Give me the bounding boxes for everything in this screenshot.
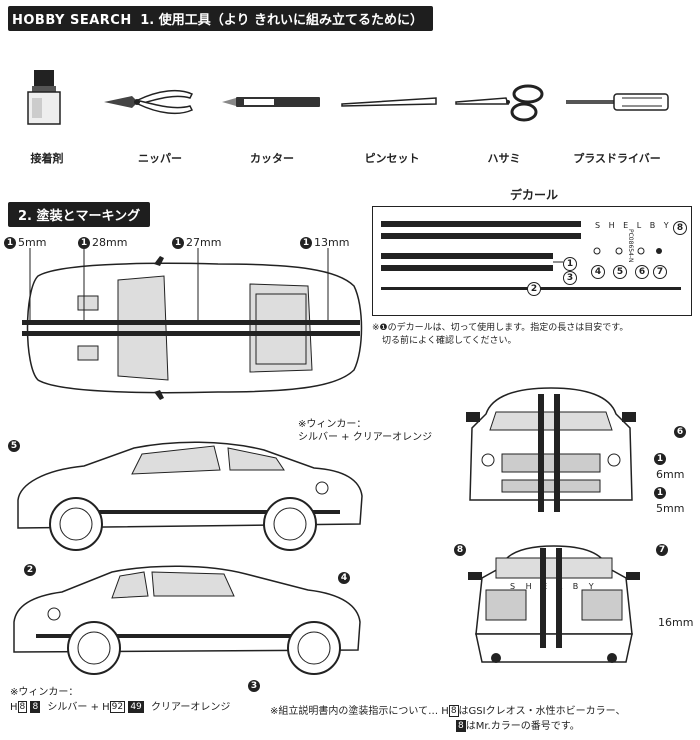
decal-logo-text: S H E L B Y [595,221,672,230]
front-label-6mm-text: 6mm [656,468,685,481]
winker-note-bottom-title: ※ウィンカー： [10,687,79,698]
footer-h-num: 8 [448,705,459,717]
front-label-6mm-number: 1 [654,453,666,465]
side1-label-2: 2 [24,564,36,576]
top-label-28mm-text: 28mm [92,236,128,249]
rear-label-7: 7 [656,544,668,556]
front-label-6: 6 [674,426,686,438]
top-label-5mm-text: 5mm [18,236,47,249]
front-label-5mm-text: 5mm [656,502,685,515]
winker-h2-code: H [102,702,110,713]
top-label-27mm-text: 27mm [186,236,222,249]
top-label-27mm-number: 1 [172,237,184,249]
top-label-5mm-number: 1 [4,237,16,249]
winker-note-top-line2: シルバー + クリアーオレンジ [298,432,433,443]
side1-label-5: 5 [8,440,20,452]
winker-h-code: H [10,702,18,713]
tool-label-glue: 接着剤 [30,152,64,165]
winker-clear-orange: クリアーオレンジ [150,702,231,713]
tool-label-screwdriver: プラスドライバー [573,152,661,165]
front-label-6mm: 1 [654,452,668,465]
footer-h-box: H [441,706,449,717]
front-label-5mm-number: 1 [654,487,666,499]
winker-silver: シルバー [47,702,88,713]
decal-sheet: PC08654-N S H E L B Y 8 1 3 2 4 5 6 7 [372,206,692,316]
decal-number-2: 2 [527,282,541,296]
side2-label-3: 3 [248,680,260,692]
decal-note-line2: 切る前によく確認してください。 [382,336,517,346]
winker-note-top-line1: ※ウィンカー： [298,419,367,430]
rear-label-16mm: 16mm [658,616,694,629]
glue-bottle-icon [27,70,61,125]
decal-number-6: 6 [635,265,649,279]
tool-label-tweezers: ピンセット [364,152,420,165]
car-side-view-lower [13,565,361,675]
top-label-28mm-number: 1 [78,237,90,249]
winker-note-top: ※ウィンカー： シルバー + クリアーオレンジ [298,418,432,444]
decal-number-7: 7 [653,265,667,279]
side2-label-4: 4 [338,572,350,584]
winker-h2-num: 92 [109,701,126,713]
car-top-view [22,248,363,400]
top-label-13mm-text: 13mm [314,236,350,249]
footer-line1-rest: はGSIクレオス・水性ホビーカラー、 [458,706,626,717]
tool-label-nipper: ニッパー [138,152,182,165]
car-side-view-upper [17,441,363,551]
scissors-icon [455,84,544,122]
footer-m-num: 8 [456,720,466,732]
cutter-knife-icon [222,97,320,107]
decal-number-3: 3 [563,271,577,285]
screwdriver-icon [566,93,669,111]
tool-label-scissors: ハサミ [487,152,521,165]
decal-note: ※❶のデカールは、切って使用します。指定の長さは目安です。 切る前によく確認して… [372,322,628,348]
car-rear-view [468,545,640,663]
svg-text:PC08654-N: PC08654-N [627,229,634,263]
section2-title: 2. 塗装とマーキング [18,209,141,224]
nipper-icon [104,89,194,115]
decal-note-line1: ※❶のデカールは、切って使用します。指定の長さは目安です。 [372,323,629,333]
decal-number-8: 8 [673,221,687,235]
tweezers-icon [341,97,437,107]
winker-plus: + [90,702,99,713]
car-front-view [466,387,636,512]
tool-label-cutter: カッター [250,152,294,165]
decal-number-5: 5 [613,265,627,279]
footer-line2-rest: はMr.カラーの番号です。 [465,721,580,732]
section1-title: 1. 使用工具（より きれいに組み立てるために） [140,13,424,28]
rear-logo-text: S H E L B Y [510,582,598,591]
watermark: HOBBY SEARCH [12,13,132,28]
decal-number-4: 4 [591,265,605,279]
footer-lead: ※組立説明書内の塗装指示について… [270,706,439,717]
front-label-5mm: 1 [654,486,668,499]
section2-header: 2. 塗装とマーキング [8,202,151,227]
winker-h-num: 8 [17,701,28,713]
top-label-13mm-number: 1 [300,237,312,249]
decal-number-1: 1 [563,257,577,271]
decal-title: デカール [510,188,559,202]
winker-m-num: 8 [30,701,41,713]
section1-header: HOBBY SEARCH 1. 使用工具（より きれいに組み立てるために） [8,6,434,31]
rear-label-8: 8 [454,544,466,556]
winker-m2-num: 49 [128,701,144,713]
